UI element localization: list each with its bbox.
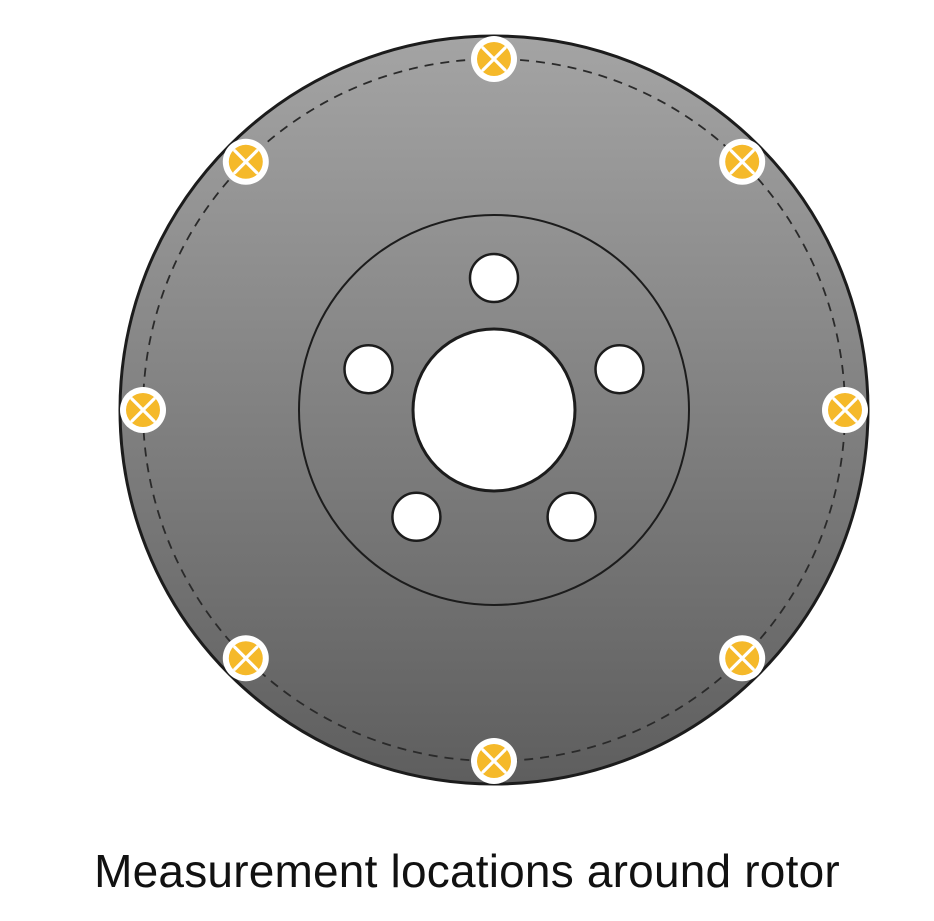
- marker-cross-b: [729, 149, 755, 175]
- measurement-point-bottom: [471, 738, 517, 784]
- measurement-point-left: [120, 387, 166, 433]
- marker-cross-b: [233, 645, 259, 671]
- measurement-point-top: [471, 36, 517, 82]
- lug-left-hole: [343, 343, 394, 395]
- measurement-point-top-right: [719, 138, 766, 185]
- lug-bottom-left-hole: [391, 491, 442, 543]
- measurement-point-right: [822, 387, 868, 433]
- diagram-caption: Measurement locations around rotor: [94, 845, 840, 897]
- marker-cross-b: [130, 397, 156, 423]
- measurement-markers: [120, 36, 868, 784]
- lug-bottom-right-hole: [546, 491, 597, 543]
- marker-cross-b: [481, 46, 507, 72]
- measurement-point-bottom-left: [222, 635, 269, 682]
- marker-cross-b: [832, 397, 858, 423]
- center-bore: [411, 327, 577, 493]
- marker-cross-b: [233, 149, 259, 175]
- marker-cross-b: [729, 645, 755, 671]
- measurement-point-top-left: [222, 138, 269, 185]
- hub-ring: [298, 214, 690, 606]
- marker-cross-b: [481, 748, 507, 774]
- lug-holes: [343, 252, 645, 543]
- lug-top-hole: [468, 252, 520, 304]
- lug-right-hole: [594, 343, 645, 395]
- measurement-point-bottom-right: [719, 635, 766, 682]
